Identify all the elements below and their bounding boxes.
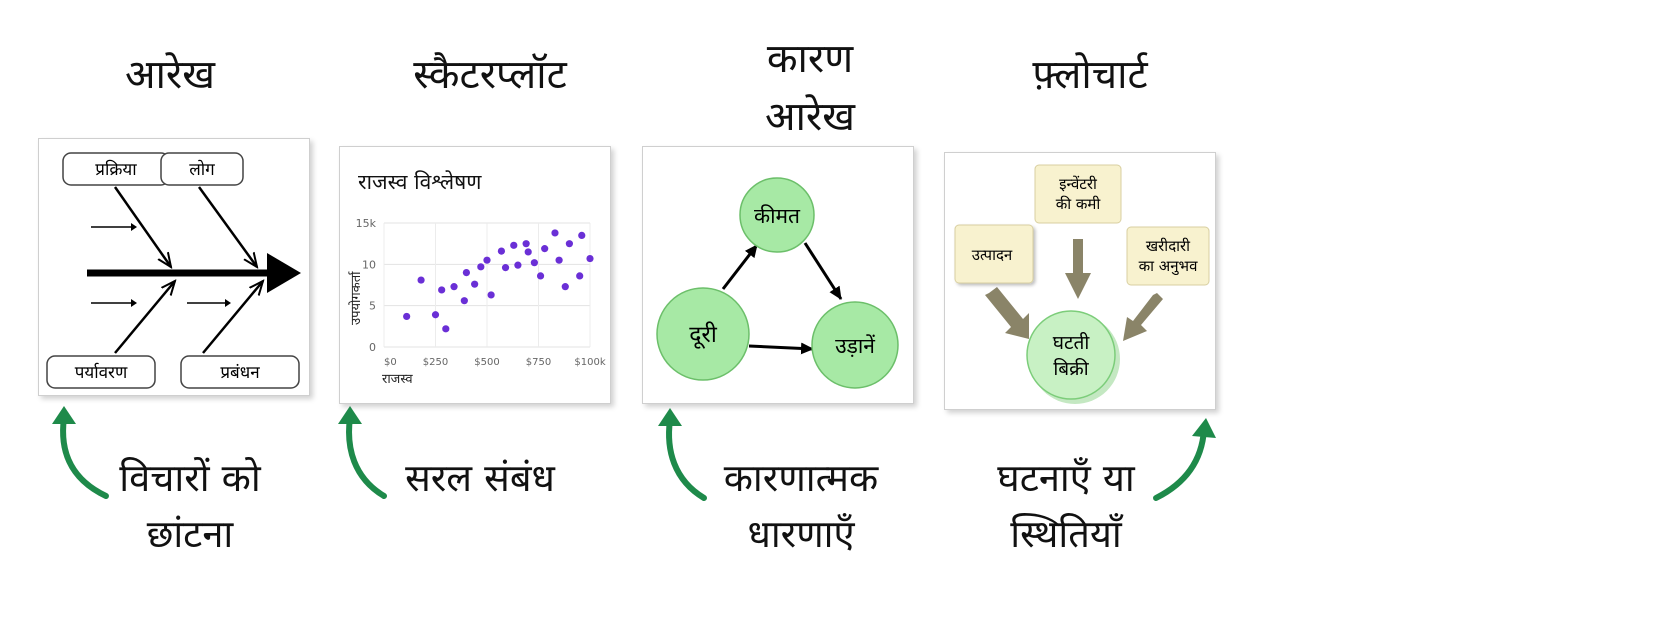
node-flights xyxy=(811,301,899,389)
caption-causal-assumptions: कारणात्मक धारणाएँ xyxy=(696,450,906,562)
caption-sorting-ideas: विचारों को छांटना xyxy=(90,450,290,562)
scatter-point xyxy=(417,276,425,284)
scatter-point xyxy=(450,283,458,291)
scatter-point xyxy=(561,283,569,291)
scatter-ytick-label: 15k xyxy=(356,217,377,230)
scatter-xtick-label: $750 xyxy=(526,357,551,368)
fishbone-label-people: लोग xyxy=(189,159,215,180)
scatter-point xyxy=(483,256,491,264)
scatter-point xyxy=(460,297,468,305)
scatter-point xyxy=(536,272,545,280)
title-flowchart: फ़्लोचार्ट xyxy=(1032,52,1148,98)
scatter-xtick-label: $250 xyxy=(423,357,448,368)
scatter-xtick-label: $500 xyxy=(474,357,499,368)
scatter-grid xyxy=(383,222,591,348)
causal-diagram: कीमत दूरी उड़ानें xyxy=(656,177,899,389)
scatter-title: राजस्व विश्लेषण xyxy=(358,170,482,194)
scatter-point xyxy=(586,254,594,263)
scatter-point xyxy=(524,248,532,256)
flow-box-inventory-line2: की कमी xyxy=(1056,195,1102,213)
caption-line: स्थितियाँ xyxy=(1010,512,1122,556)
flow-box-shopping-line1: खरीदारी xyxy=(1146,237,1191,255)
caption-line: धारणाएँ xyxy=(747,512,855,556)
scatter-ylabel: उपयोगकर्ता xyxy=(348,271,364,325)
fishbone-label-management: प्रबंधन xyxy=(220,363,260,383)
title-diagram: आरेख xyxy=(125,52,215,98)
scatter-card: राजस्व विश्लेषण 0 5 10 15k $0 $250 $500 $750 $10… xyxy=(339,146,611,404)
flow-arrow-middle xyxy=(1065,239,1091,299)
scatter-xlabel: राजस्व xyxy=(382,372,413,387)
scatter-point xyxy=(576,272,584,280)
flowchart-diagram: उत्पादन इन्वेंटरी की कमी खरीदारी का अनुभ… xyxy=(954,164,1210,404)
node-price xyxy=(739,177,815,253)
scatter-point xyxy=(510,241,518,249)
flow-box-inventory-line1: इन्वेंटरी xyxy=(1059,175,1098,193)
flow-arrow-left xyxy=(985,287,1029,339)
flow-arrow-right xyxy=(1123,293,1163,341)
scatter-point xyxy=(514,261,522,269)
scatter-ytick-label: 0 xyxy=(369,341,376,354)
scatter-chart: राजस्व विश्लेषण 0 5 10 15k $0 $250 $500 $750 $10… xyxy=(348,170,606,387)
curved-up-arrow-icon xyxy=(52,406,109,499)
flow-center-line2: बिक्री xyxy=(1053,357,1089,380)
scatter-point xyxy=(530,259,538,267)
fishbone-card: प्रक्रिया लोग पर्यावरण प्रबंधन xyxy=(38,138,310,396)
causal-card: कीमत दूरी उड़ानें xyxy=(642,146,914,404)
scatter-point xyxy=(501,264,510,272)
scatter-xtick-label: $100k xyxy=(574,357,605,368)
scatter-point xyxy=(471,280,479,288)
title-scatterplot: स्कैटरप्लॉट xyxy=(413,52,567,98)
node-flights-label: उड़ानें xyxy=(835,334,875,358)
title-causal-diagram-text: कारण आरेख xyxy=(765,36,855,140)
scatter-point xyxy=(403,312,411,321)
scatter-xtick-label: $0 xyxy=(384,357,397,368)
scatter-ytick-label: 5 xyxy=(369,300,376,313)
node-distance-label: दूरी xyxy=(689,321,718,349)
caption-line: सरल संबंध xyxy=(405,456,555,500)
scatter-point xyxy=(438,286,446,294)
fishbone-diagram: प्रक्रिया लोग पर्यावरण प्रबंधन xyxy=(46,152,301,389)
scatter-point xyxy=(551,229,559,237)
scatter-point xyxy=(555,256,563,264)
node-distance xyxy=(656,287,750,381)
scatter-point xyxy=(541,245,549,253)
caption-line: विचारों को xyxy=(119,456,261,500)
caption-line: छांटना xyxy=(146,512,234,556)
fishbone-label-process: प्रक्रिया xyxy=(95,159,137,180)
scatter-point xyxy=(578,231,586,239)
flow-box-shopping-line2: का अनुभव xyxy=(1139,257,1199,276)
caption-line: कारणात्मक xyxy=(723,456,879,500)
scatter-ticks: 0 5 10 15k $0 $250 $500 $750 $100k xyxy=(356,217,606,368)
scatter-point xyxy=(431,311,440,319)
scatter-point xyxy=(522,240,530,248)
curved-up-arrow-icon xyxy=(658,408,707,501)
curved-up-arrow-icon xyxy=(1153,418,1216,501)
scatter-point xyxy=(487,291,495,299)
flow-box-production: उत्पादन xyxy=(972,246,1013,264)
flow-center-node xyxy=(1026,310,1116,400)
node-price-label: कीमत xyxy=(754,204,801,228)
curved-up-arrow-icon xyxy=(338,406,387,499)
fishbone-head-icon xyxy=(267,253,301,293)
caption-events-or-states: घटनाएँ या स्थितियाँ xyxy=(966,450,1166,562)
scatter-point xyxy=(565,240,573,248)
scatter-point xyxy=(442,325,450,333)
scatter-points xyxy=(403,229,594,333)
flow-center-line1: घटती xyxy=(1053,331,1091,354)
scatter-point xyxy=(477,263,485,271)
scatter-point xyxy=(497,247,506,255)
scatter-point xyxy=(462,269,470,277)
title-causal-diagram: कारण आरेख xyxy=(700,30,920,146)
caption-simple-relationship: सरल संबंध xyxy=(380,450,580,506)
caption-line: घटनाएँ या xyxy=(997,456,1135,500)
flowchart-card: उत्पादन इन्वेंटरी की कमी खरीदारी का अनुभ… xyxy=(944,152,1216,410)
scatter-ytick-label: 10 xyxy=(362,258,376,271)
fishbone-label-environment: पर्यावरण xyxy=(75,362,128,383)
